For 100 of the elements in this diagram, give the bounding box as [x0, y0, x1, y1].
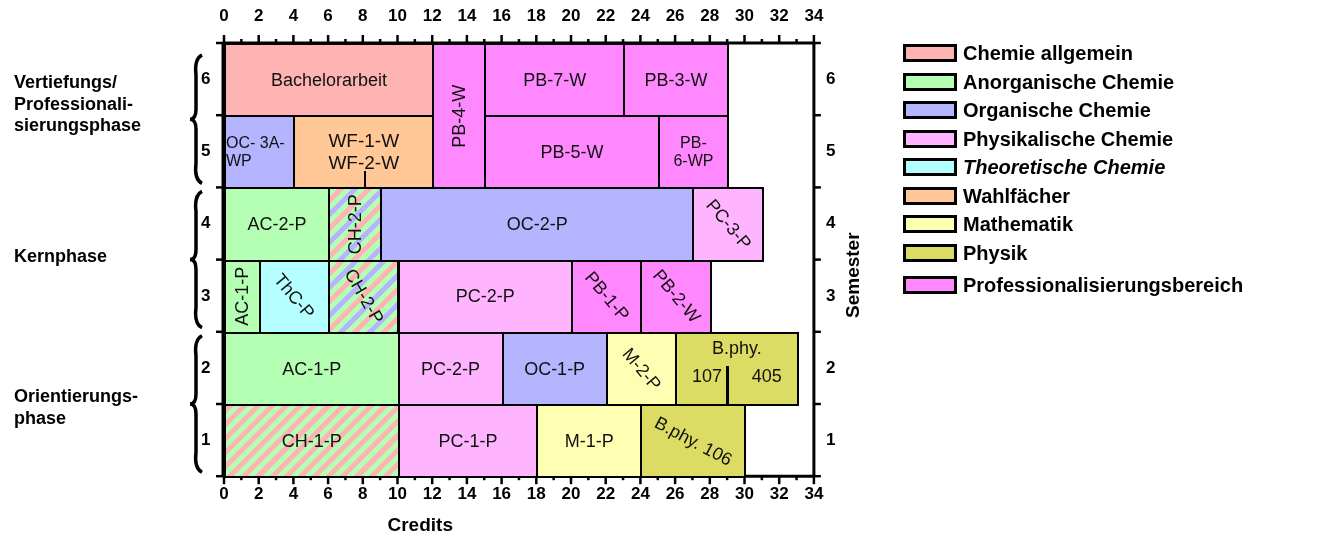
semester-number: 6 — [201, 69, 211, 89]
tick-label: 20 — [561, 484, 581, 504]
tick-label: 32 — [769, 484, 789, 504]
semester-number: 1 — [201, 430, 211, 450]
tick-label: 14 — [457, 6, 477, 26]
legend-label: Theoretische Chemie — [963, 156, 1166, 179]
module-block — [623, 43, 730, 118]
tick-label: 6 — [323, 484, 333, 504]
tick-label: 28 — [700, 6, 720, 26]
tick-label: 6 — [323, 6, 333, 26]
tick-label: 22 — [596, 6, 616, 26]
module-block — [224, 115, 296, 190]
module-block — [640, 404, 747, 479]
tick-label: 30 — [735, 484, 754, 504]
module-block — [397, 331, 504, 406]
semester-number: 1 — [826, 430, 836, 450]
module-label: PB-5-W — [540, 141, 604, 163]
tick-label: 20 — [561, 6, 581, 26]
module-label: PB-4-W — [448, 84, 470, 148]
tick-label: 16 — [492, 6, 512, 26]
legend-label: Chemie allgemein — [963, 42, 1134, 65]
module-label: PB-7-W — [523, 69, 587, 91]
tick-label: 16 — [492, 484, 512, 504]
module-block — [397, 404, 539, 479]
legend-label: Organische Chemie — [963, 99, 1151, 122]
phase-label: Kernphase — [14, 246, 109, 267]
tick-label: 18 — [526, 484, 546, 504]
module-block — [224, 259, 261, 334]
tick-label: 12 — [422, 6, 442, 26]
module-label: B.phy. — [711, 337, 762, 359]
module-label: AC-2-P — [247, 214, 307, 235]
module-block — [484, 43, 626, 118]
module-label: CH-1-P — [281, 430, 342, 452]
semester-number: 2 — [201, 357, 211, 378]
tick-label: 26 — [665, 6, 685, 26]
semester-number: 3 — [201, 285, 211, 306]
module-block — [692, 187, 764, 262]
legend-label: Mathematik — [963, 213, 1074, 236]
module-block — [328, 259, 400, 334]
tick-label: 34 — [804, 6, 824, 26]
module-block — [397, 259, 573, 334]
module-block — [536, 404, 643, 479]
legend-label: Professionalisierungsbereich — [963, 274, 1244, 297]
module-block — [224, 43, 435, 118]
module-block — [224, 404, 400, 479]
legend-label: Physikalische Chemie — [963, 127, 1174, 151]
tick-label: 10 — [388, 6, 407, 26]
tick-label: 10 — [388, 484, 407, 504]
module-label: WF-2-W — [328, 152, 400, 175]
module-block — [293, 115, 435, 190]
module-block — [380, 187, 695, 262]
tick-label: 8 — [358, 484, 368, 504]
module-label: OC-2-P — [506, 214, 568, 235]
module-block — [605, 331, 678, 406]
tick-label: 32 — [769, 6, 789, 26]
semester-number: 5 — [201, 141, 211, 162]
module-block — [224, 331, 400, 406]
tick-label: 24 — [630, 484, 650, 504]
module-label: WF-1-W — [328, 130, 400, 153]
legend-label: Anorganische Chemie — [963, 70, 1175, 94]
tick-label: 2 — [253, 484, 264, 504]
semester-number: 4 — [826, 213, 836, 234]
module-block — [328, 187, 383, 262]
module-label: PC-2-P — [421, 358, 481, 380]
tick-label: 12 — [422, 484, 442, 504]
module-label: M-1-P — [564, 430, 614, 452]
module-block — [432, 43, 487, 190]
module-label: OC- 3A-WP — [226, 133, 286, 171]
module-block — [224, 187, 331, 262]
module-label: 107 — [691, 366, 722, 388]
tick-label: 26 — [665, 484, 685, 504]
module-block — [657, 115, 730, 190]
module-label: PC-1-P — [438, 430, 498, 452]
module-block — [640, 259, 712, 334]
semester-number: 6 — [826, 69, 836, 89]
semester-number: 2 — [826, 357, 836, 378]
tick-label: 4 — [288, 6, 299, 26]
phase-label: Vertiefungs/ Professionali- sierungsphase — [14, 72, 143, 137]
module-block — [484, 115, 660, 190]
tick-label: 4 — [288, 484, 299, 504]
module-label: Bachelorarbeit — [271, 69, 388, 91]
legend-label: Wahlfächer — [963, 184, 1071, 208]
tick-label: 8 — [358, 6, 368, 26]
tick-label: 2 — [253, 6, 264, 26]
semester-number: 4 — [201, 213, 211, 234]
axis-title: Credits — [387, 514, 453, 536]
semester-number: 3 — [826, 285, 836, 306]
legend-label: Physik — [963, 241, 1028, 265]
tick-label: 24 — [630, 6, 650, 26]
module-label: AC-1-P — [232, 267, 253, 327]
semester-number: 5 — [826, 141, 836, 162]
tick-label: 18 — [526, 6, 546, 26]
module-block — [571, 259, 643, 334]
module-label: 405 — [751, 366, 782, 388]
module-label: AC-1-P — [282, 358, 342, 380]
tick-label: 30 — [735, 6, 754, 26]
tick-label: 28 — [700, 484, 720, 504]
module-block — [258, 259, 331, 334]
module-label: PC-2-P — [455, 286, 515, 308]
module-block — [675, 331, 799, 406]
